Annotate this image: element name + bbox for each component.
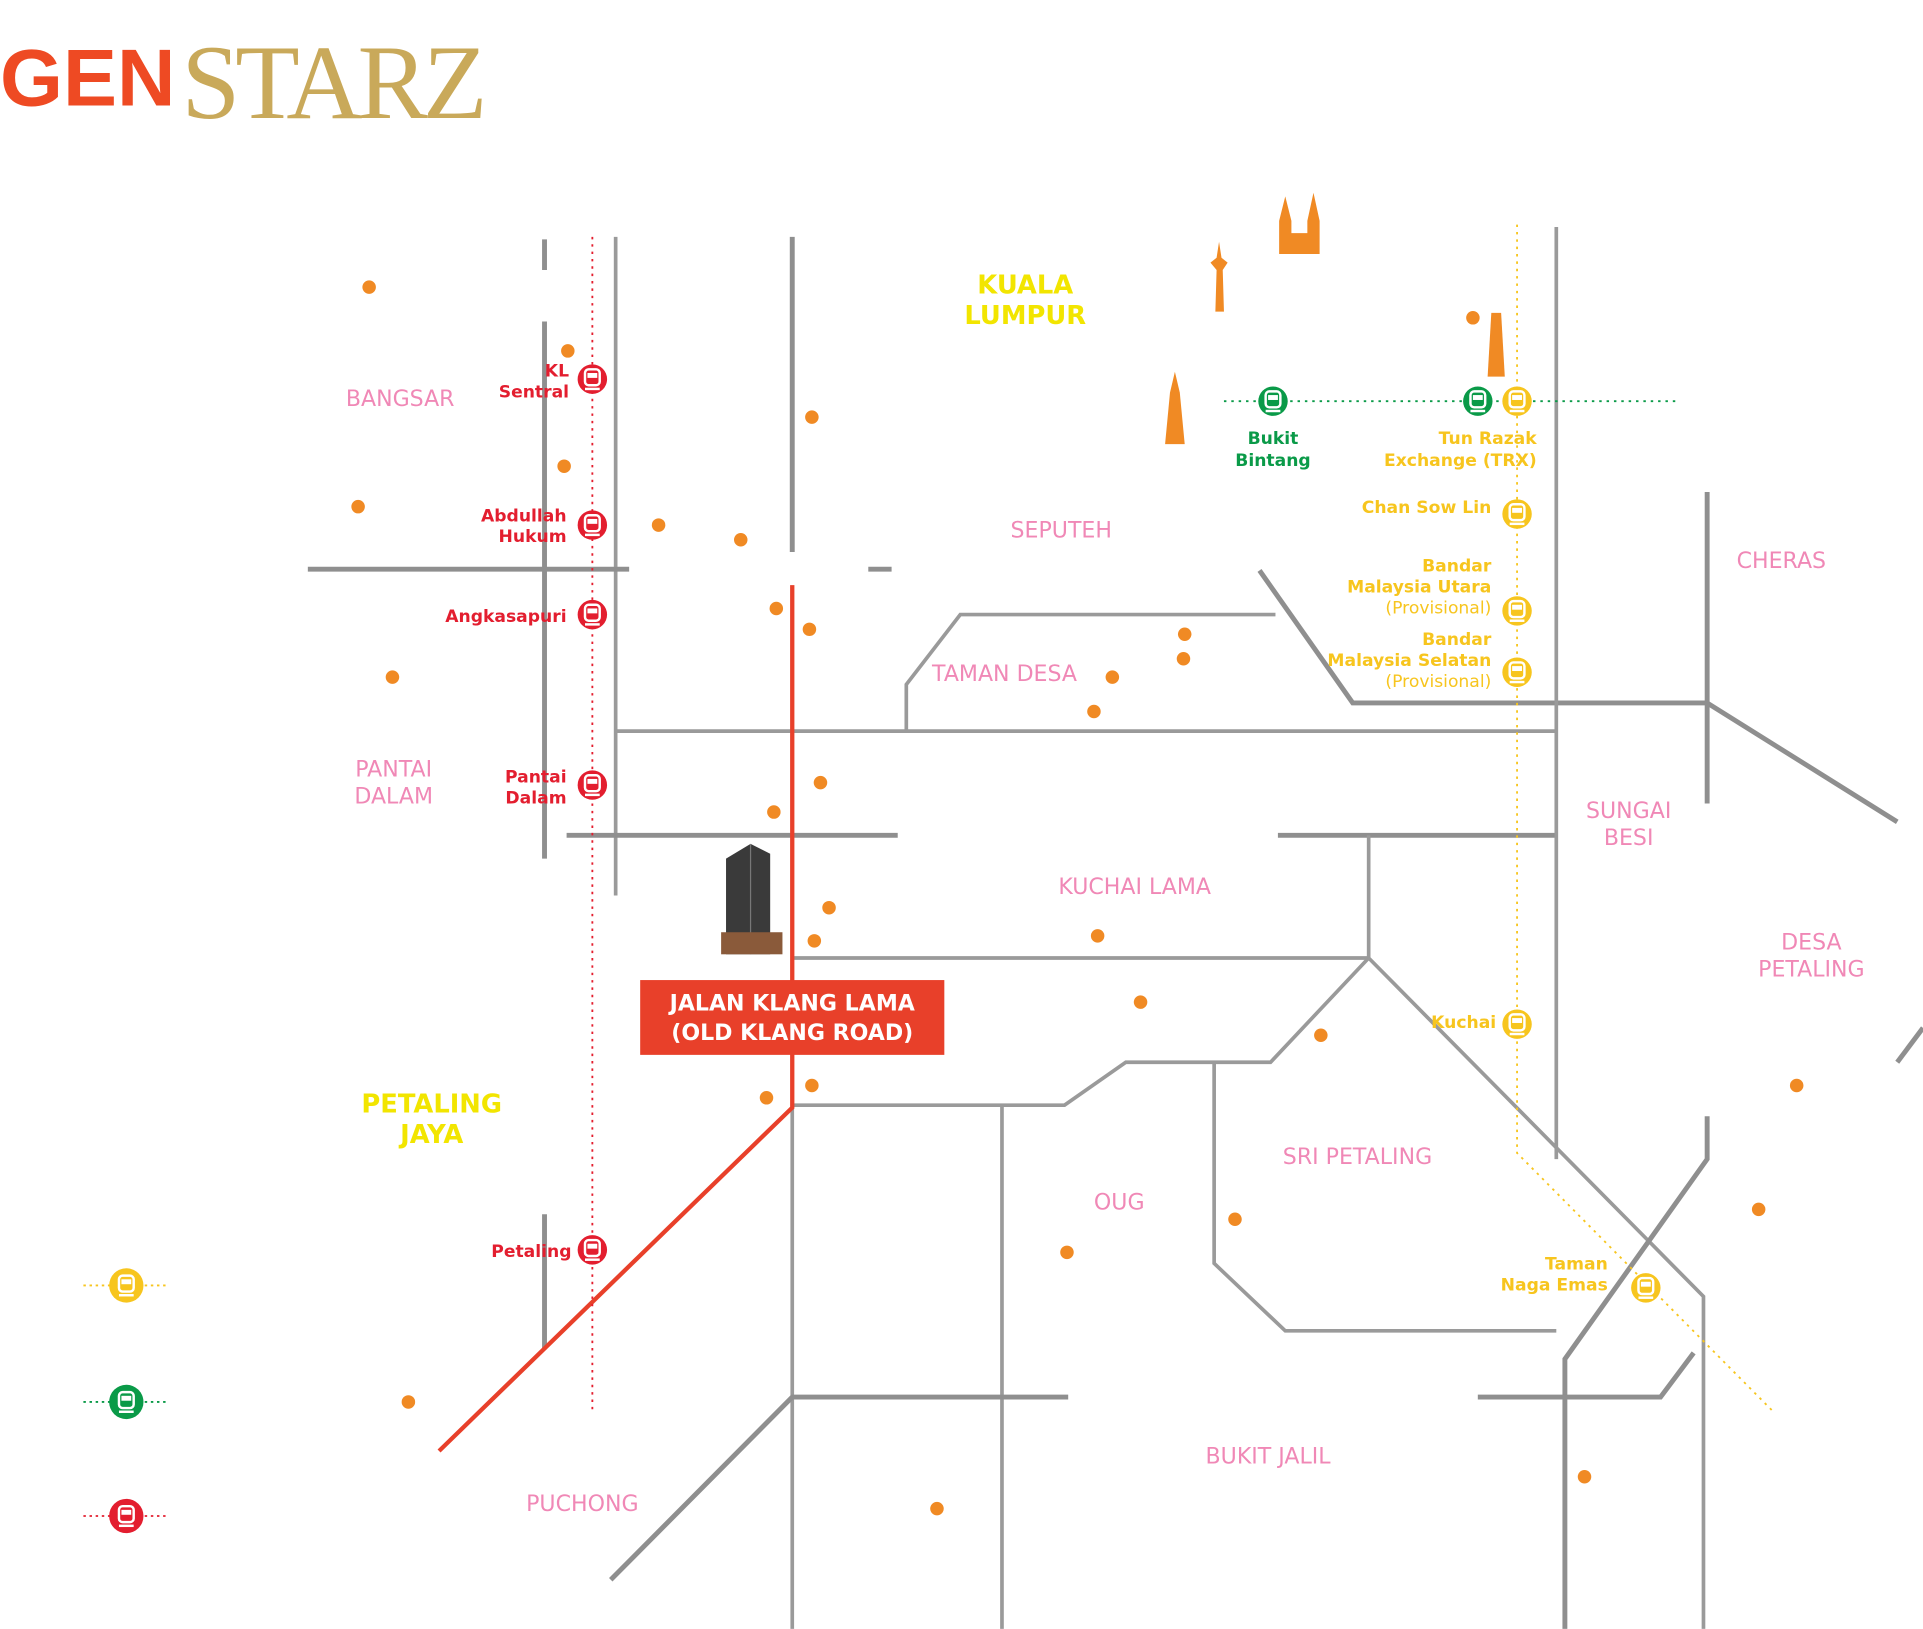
jalan-klang-lama-label: JALAN KLANG LAMA(OLD KLANG ROAD) (640, 980, 945, 1055)
logo-gen: GEN (0, 34, 175, 124)
station-kuchai[interactable]: Kuchai (1431, 1009, 1532, 1039)
legend-green-line (83, 1384, 167, 1420)
area-cheras: CHERAS (1737, 549, 1826, 574)
station-angkasapuri[interactable]: Angkasapuri (445, 599, 608, 630)
area-bangsar: BANGSAR (346, 387, 455, 412)
logo: GEN STARZ (0, 24, 487, 141)
area-oug: OUG (1094, 1190, 1145, 1215)
exchange-tower-icon (1487, 312, 1505, 377)
svg-text:Kuchai: Kuchai (1431, 1013, 1496, 1033)
svg-text:Petaling: Petaling (491, 1242, 571, 1262)
area-taman-desa: TAMAN DESA (931, 662, 1077, 687)
svg-text:Chan Sow Lin: Chan Sow Lin (1362, 498, 1492, 518)
logo-starz: STARZ (182, 24, 483, 141)
points-of-interest (351, 280, 1804, 1516)
area-puchong: PUCHONG (526, 1492, 638, 1517)
svg-text:Angkasapuri: Angkasapuri (445, 607, 566, 627)
jalan-klang-lama-road (437, 585, 795, 1453)
legend-yellow-line (83, 1268, 167, 1303)
roads (307, 227, 1923, 1629)
petronas-towers-icon (1279, 192, 1320, 255)
area-sri-petaling: SRI PETALING (1283, 1145, 1432, 1170)
legend (83, 1268, 167, 1534)
yellow-rail-line (1516, 224, 1773, 1412)
legend-red-line (83, 1498, 167, 1534)
project-building-icon (721, 843, 783, 955)
area-kuchai-lama: KUCHAI LAMA (1058, 875, 1211, 900)
kl-tower-icon (1210, 241, 1228, 312)
station-chan-sow-lin[interactable]: Chan Sow Lin (1362, 498, 1532, 529)
landmark-tower-icon (1165, 371, 1185, 445)
area-bukit-jalil: BUKIT JALIL (1206, 1444, 1332, 1469)
area-seputeh: SEPUTEH (1011, 518, 1112, 543)
svg-text:JALAN KLANG LAMA(OLD KLANG ROA: JALAN KLANG LAMA(OLD KLANG ROAD) (668, 992, 915, 1046)
station-petaling[interactable]: Petaling (491, 1235, 608, 1265)
